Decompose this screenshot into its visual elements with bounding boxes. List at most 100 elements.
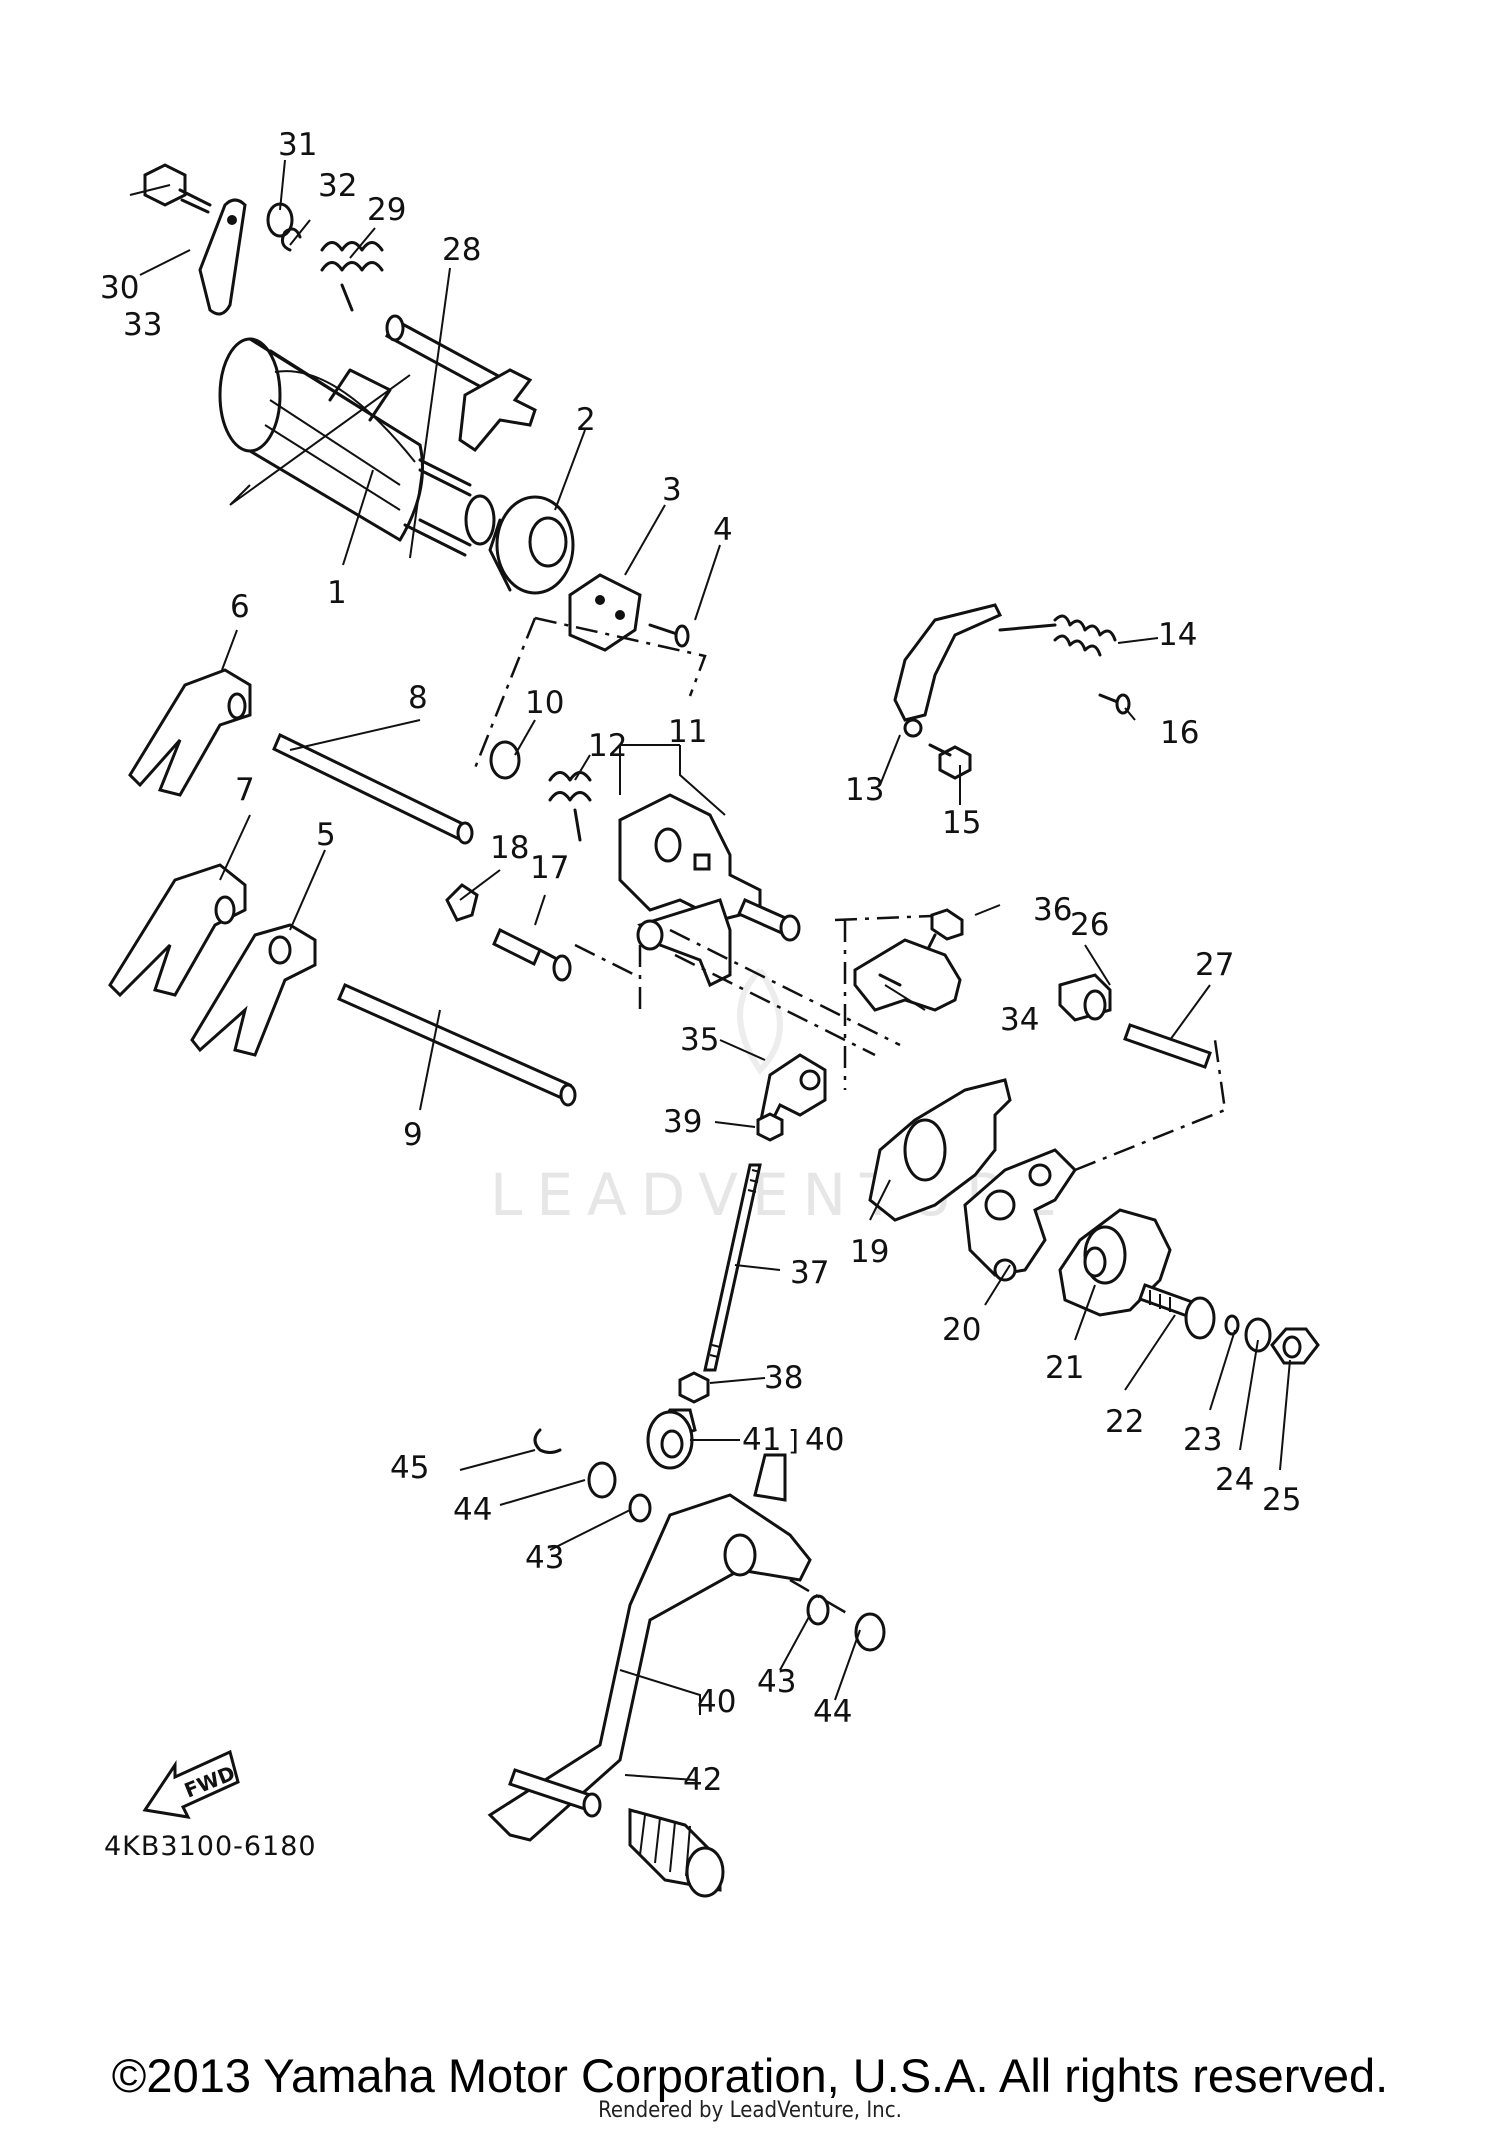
- washer-43: [628, 1493, 652, 1523]
- callout-42: 42: [683, 1762, 722, 1798]
- guide-bar-9: [337, 983, 577, 1107]
- callout-37: 37: [790, 1255, 829, 1291]
- shift-shaft-11: [618, 793, 801, 988]
- stopper-lever-13: [893, 603, 1003, 738]
- callout-22: 22: [1105, 1404, 1144, 1440]
- callout-4: 4: [713, 512, 733, 548]
- callout-8: 8: [408, 680, 428, 716]
- shift-fork-6: [128, 668, 252, 797]
- callout-25: 25: [1262, 1482, 1301, 1518]
- spring-12: [548, 771, 592, 842]
- callout-39: 39: [663, 1104, 702, 1140]
- callout-11: 11: [668, 714, 707, 750]
- bolt-16: [1098, 693, 1131, 715]
- callout-32: 32: [318, 168, 357, 204]
- bolt-22: [1138, 1283, 1216, 1340]
- callout-40-bottom: 40: [697, 1684, 736, 1720]
- shift-rod-37: [703, 1163, 762, 1372]
- callout-27: 27: [1195, 947, 1234, 983]
- circlip: [280, 227, 302, 252]
- shift-shaft-assembly: [385, 314, 537, 452]
- screw: [648, 623, 690, 648]
- callout-3: 3: [662, 472, 682, 508]
- callout-43-lower: 43: [757, 1664, 796, 1700]
- callout-28: 28: [442, 232, 481, 268]
- spring-14: [998, 614, 1117, 657]
- callout-labels: 1 2 3 4 5 6 7 8 9 10 11 12 13 14 15 16 1…: [100, 127, 1301, 1798]
- rod-end-41: [646, 1408, 697, 1470]
- group-line: [473, 616, 707, 769]
- leader-line: [229, 374, 411, 506]
- callout-6: 6: [230, 589, 250, 625]
- callout-12: 12: [588, 728, 627, 764]
- bracket: ]: [788, 1424, 799, 1457]
- nut-25: [1270, 1327, 1320, 1365]
- washer-24: [1244, 1317, 1272, 1353]
- guide-bar-8: [272, 732, 474, 845]
- shift-drum: [218, 337, 496, 557]
- callout-14: 14: [1158, 617, 1197, 653]
- callout-9: 9: [403, 1117, 423, 1153]
- washer-23: [1224, 1314, 1240, 1336]
- callout-31: 31: [278, 127, 317, 163]
- copyright-notice: ©2013 Yamaha Motor Corporation, U.S.A. A…: [111, 2049, 1389, 2102]
- drawing-code: 4KB3100-6180: [104, 1831, 317, 1862]
- fwd-arrow: FWD: [142, 1749, 240, 1819]
- circlip-45: [533, 1428, 562, 1454]
- callout-45: 45: [390, 1450, 429, 1486]
- callout-24: 24: [1215, 1462, 1254, 1498]
- callout-29: 29: [367, 192, 406, 228]
- plate-20: [963, 1148, 1077, 1282]
- callout-23: 23: [1183, 1422, 1222, 1458]
- washer-44: [587, 1461, 617, 1499]
- pin-27: [1123, 1023, 1212, 1069]
- rendered-by-credit: Rendered by LeadVenture, Inc.: [598, 2098, 902, 2123]
- nut-38: [678, 1371, 710, 1404]
- callout-5: 5: [316, 817, 336, 853]
- callout-1: 1: [327, 575, 347, 611]
- leader-lines: [129, 159, 1291, 1781]
- collar-26: [1058, 973, 1112, 1022]
- washer-44b: [854, 1612, 886, 1652]
- pedal-rubber-42: [628, 1808, 725, 1898]
- group-line: [669, 928, 901, 1047]
- callout-34: 34: [1000, 1002, 1039, 1038]
- callout-18: 18: [490, 830, 529, 866]
- washer-10: [489, 740, 521, 780]
- callout-40-top: 40: [805, 1422, 844, 1458]
- watermark-logo: [737, 967, 783, 1075]
- segment: [568, 573, 642, 652]
- callout-33: 33: [123, 307, 162, 343]
- callout-21: 21: [1045, 1350, 1084, 1386]
- callout-35: 35: [680, 1022, 719, 1058]
- callout-7: 7: [235, 772, 255, 808]
- shift-pedal-40: [487, 1453, 812, 1842]
- stud-17: [492, 927, 572, 982]
- callout-43: 43: [525, 1540, 564, 1576]
- callout-10: 10: [525, 685, 564, 721]
- nut-39: [756, 1112, 784, 1142]
- callout-41: 41: [742, 1422, 781, 1458]
- group-line: [1074, 1039, 1227, 1172]
- callout-36: 36: [1033, 892, 1072, 928]
- washer-43b: [806, 1594, 830, 1626]
- callout-44: 44: [453, 1492, 492, 1528]
- group-line: [574, 913, 956, 1090]
- shift-arm-34: [853, 938, 962, 1012]
- shift-cam-19: [868, 1078, 1012, 1222]
- callout-16: 16: [1160, 715, 1199, 751]
- bolt: [143, 163, 212, 214]
- callout-20: 20: [942, 1312, 981, 1348]
- lever: [198, 198, 247, 316]
- callout-15: 15: [942, 805, 981, 841]
- callout-26: 26: [1070, 907, 1109, 943]
- spring: [320, 241, 384, 312]
- bolt-15: [928, 743, 972, 780]
- callout-30: 30: [100, 270, 139, 306]
- shift-fork-7: [108, 863, 247, 998]
- callout-44-lower: 44: [813, 1694, 852, 1730]
- callout-2: 2: [576, 402, 596, 438]
- shift-fork-5: [190, 923, 317, 1057]
